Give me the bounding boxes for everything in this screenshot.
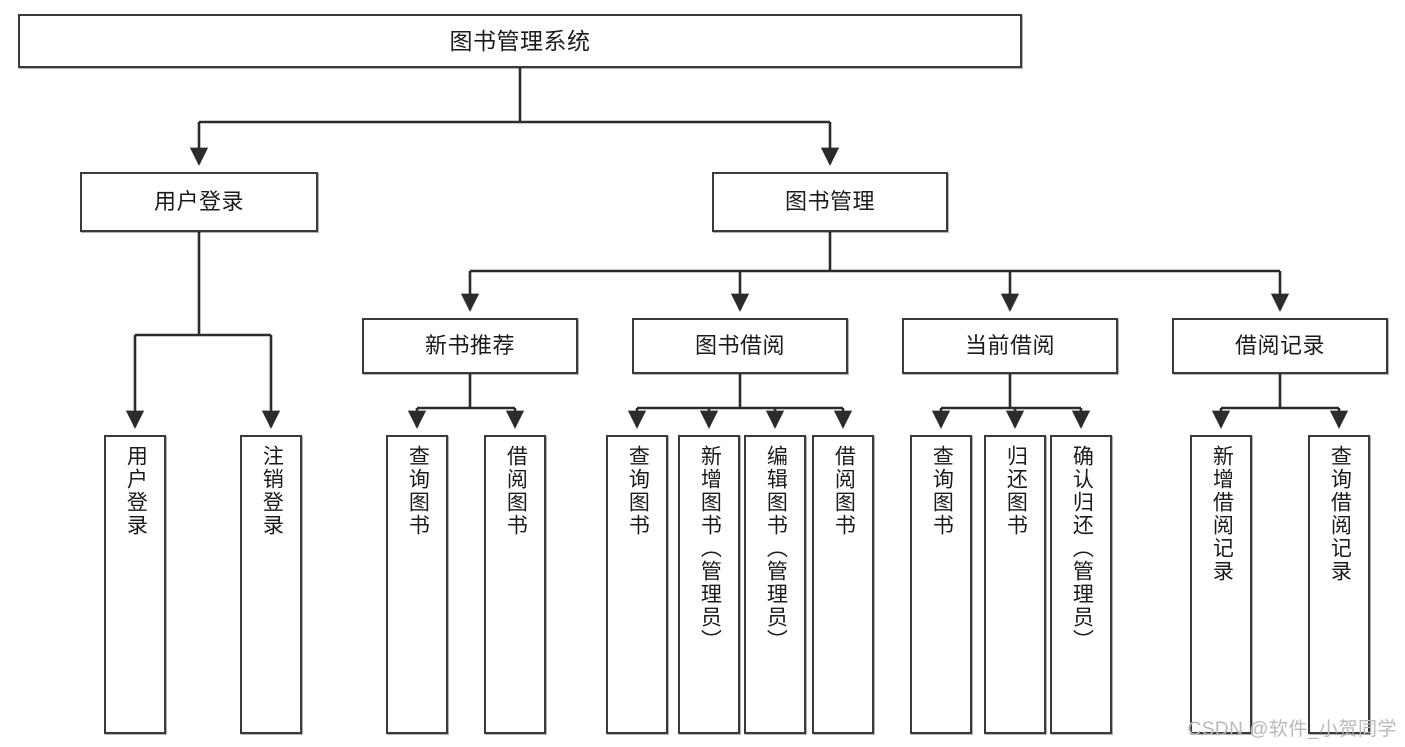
node-book-management-label: 图书管理 — [784, 189, 875, 214]
node-book-borrow-label: 图书借阅 — [694, 333, 785, 358]
leaf-label: 编辑图书（管理员） — [764, 445, 788, 652]
node-root[interactable]: 图书管理系统 — [18, 14, 1022, 68]
leaf-query-book-borrow[interactable]: 查询图书 — [606, 435, 668, 734]
leaf-query-book-recommend[interactable]: 查询图书 — [386, 435, 448, 734]
node-user-login-label: 用户登录 — [153, 189, 244, 214]
leaf-label: 归还图书 — [1004, 445, 1028, 537]
leaf-query-borrow-record[interactable]: 查询借阅记录 — [1308, 435, 1370, 734]
leaf-label: 查询图书 — [626, 445, 650, 537]
leaf-label: 借阅图书 — [504, 445, 528, 537]
node-borrow-record-label: 借阅记录 — [1234, 333, 1325, 358]
leaf-label: 查询借阅记录 — [1328, 445, 1352, 583]
leaf-label: 查询图书 — [930, 445, 954, 537]
leaf-return-book[interactable]: 归还图书 — [984, 435, 1046, 734]
node-root-label: 图书管理系统 — [449, 27, 591, 54]
node-borrow-record[interactable]: 借阅记录 — [1172, 318, 1388, 374]
leaf-query-book-current[interactable]: 查询图书 — [910, 435, 972, 734]
leaf-user-logout[interactable]: 注销登录 — [240, 435, 302, 734]
leaf-add-borrow-record[interactable]: 新增借阅记录 — [1190, 435, 1252, 734]
leaf-user-login[interactable]: 用户登录 — [104, 435, 166, 734]
csdn-watermark: CSDN @软件_小贺同学 — [1187, 719, 1397, 740]
leaf-label: 借阅图书 — [832, 445, 856, 537]
leaf-label: 确认归还（管理员） — [1070, 445, 1094, 652]
leaf-borrow-book-recommend[interactable]: 借阅图书 — [484, 435, 546, 734]
node-current-borrow-label: 当前借阅 — [964, 333, 1055, 358]
node-book-borrow[interactable]: 图书借阅 — [632, 318, 848, 374]
leaf-label: 用户登录 — [124, 445, 148, 537]
leaf-add-book-admin[interactable]: 新增图书（管理员） — [678, 435, 740, 734]
node-new-book-recommend[interactable]: 新书推荐 — [362, 318, 578, 374]
leaf-label: 查询图书 — [406, 445, 430, 537]
leaf-label: 注销登录 — [260, 445, 284, 537]
leaf-label: 新增图书（管理员） — [698, 445, 722, 652]
node-book-management[interactable]: 图书管理 — [712, 172, 948, 232]
node-current-borrow[interactable]: 当前借阅 — [902, 318, 1118, 374]
leaf-confirm-return-admin[interactable]: 确认归还（管理员） — [1050, 435, 1112, 734]
leaf-borrow-book[interactable]: 借阅图书 — [812, 435, 874, 734]
leaf-label: 新增借阅记录 — [1210, 445, 1234, 583]
node-new-book-recommend-label: 新书推荐 — [424, 333, 515, 358]
node-user-login[interactable]: 用户登录 — [80, 172, 318, 232]
leaf-edit-book-admin[interactable]: 编辑图书（管理员） — [744, 435, 806, 734]
